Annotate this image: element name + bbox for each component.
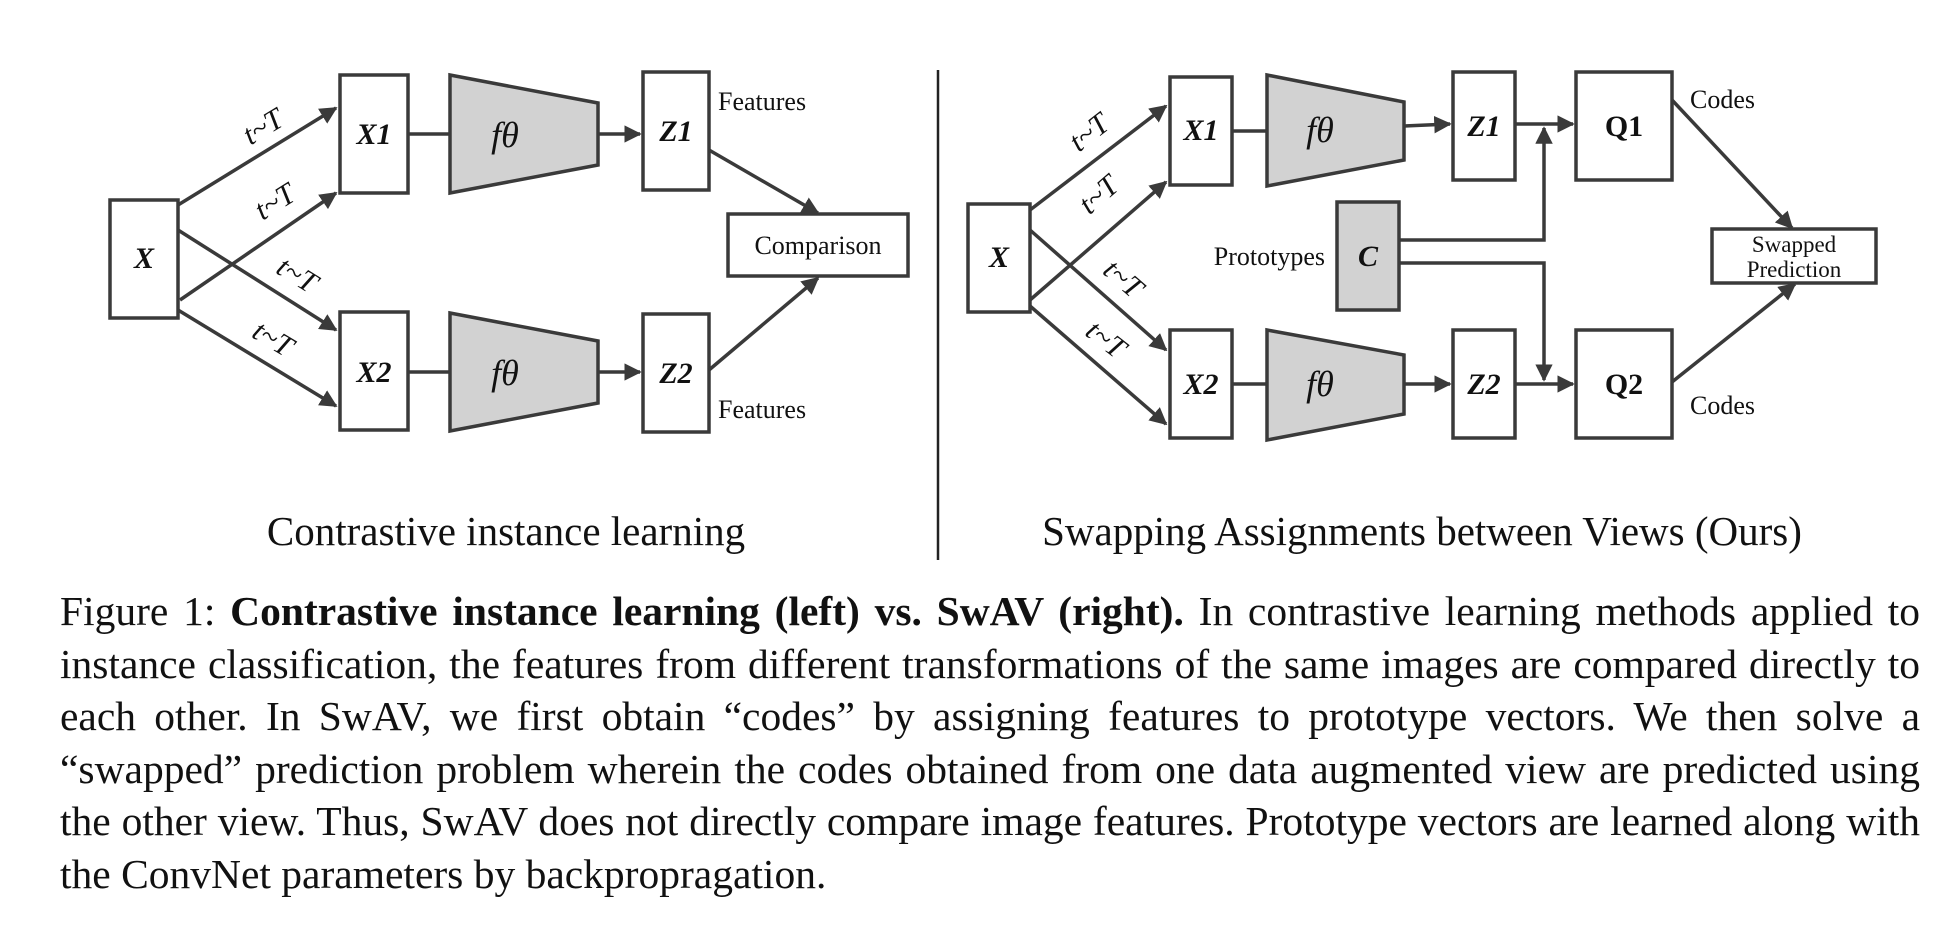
right-code1-box bbox=[1574, 70, 1674, 182]
left-arrow-x-to-x1-b bbox=[179, 191, 338, 302]
right-arrow-x-to-x1-a bbox=[1028, 104, 1168, 212]
right-prediction-label-line1: Swapped bbox=[1752, 232, 1837, 257]
right-encoder1-shape bbox=[1265, 72, 1406, 189]
left-view2-box bbox=[338, 310, 410, 432]
right-feature1-label: Z1 bbox=[1466, 110, 1500, 143]
left-panel-title: Contrastive instance learning bbox=[267, 508, 745, 554]
right-view1-box bbox=[1168, 75, 1234, 187]
right-encoder1-label: fθ bbox=[1306, 110, 1334, 150]
caption-label: Figure 1: bbox=[60, 588, 231, 634]
left-panel: X t~T t~T t~T t~T X1 X2 fθ fθ Z1 Z2 Feat… bbox=[108, 70, 910, 554]
left-input-label: X bbox=[133, 242, 155, 275]
right-link-prototypes-up bbox=[1399, 126, 1553, 242]
right-prediction-box bbox=[1710, 227, 1878, 285]
right-view1-label: X1 bbox=[1182, 114, 1218, 147]
right-input-label: X bbox=[988, 241, 1010, 274]
right-view2-label: X2 bbox=[1182, 368, 1218, 401]
left-comparison-box bbox=[726, 212, 910, 278]
left-feature2-label: Z2 bbox=[658, 357, 692, 390]
right-panel-title: Swapping Assignments between Views (Ours… bbox=[1042, 508, 1802, 554]
left-arrow-x-to-x2-b bbox=[177, 308, 338, 408]
right-link-prototypes-down bbox=[1399, 261, 1553, 382]
right-encoder2-label: fθ bbox=[1306, 364, 1334, 404]
right-code2-box bbox=[1574, 328, 1674, 440]
right-arrow-x-to-x1-b bbox=[1028, 180, 1168, 302]
right-encoder2-shape bbox=[1265, 327, 1406, 443]
caption-bold-summary: Contrastive instance learning (left) vs.… bbox=[230, 588, 1184, 634]
right-transform-label-2: t~T bbox=[1072, 167, 1127, 220]
right-arrow-q1-prediction bbox=[1670, 98, 1794, 230]
right-prototypes-box bbox=[1335, 200, 1401, 312]
right-panel: X t~T t~T t~T t~T X1 X2 fθ fθ Z1 Z2 Prot… bbox=[966, 70, 1878, 554]
left-feature2-box bbox=[641, 312, 711, 434]
right-prototypes-label: Prototypes bbox=[1214, 242, 1325, 271]
left-arrow-x-to-x2-a bbox=[177, 228, 338, 332]
right-code2-label: Q2 bbox=[1605, 368, 1643, 401]
left-feature1-box bbox=[641, 70, 711, 192]
left-view1-label: X1 bbox=[355, 118, 391, 151]
right-arrow-x-to-x2-a bbox=[1028, 228, 1168, 352]
right-view2-box bbox=[1168, 328, 1234, 440]
left-encoder2-label: fθ bbox=[491, 353, 519, 393]
left-encoder1-label: fθ bbox=[491, 115, 519, 155]
left-view1-box bbox=[338, 73, 410, 195]
right-arrow-encoder1-z1 bbox=[1403, 115, 1452, 134]
right-arrow-q2-prediction bbox=[1670, 282, 1797, 384]
right-prototypes-symbol: C bbox=[1358, 240, 1379, 273]
right-arrow-x-to-x2-b bbox=[1028, 304, 1168, 426]
right-codes-label-top: Codes bbox=[1690, 85, 1755, 114]
left-features-label-top: Features bbox=[718, 87, 806, 116]
left-feature1-label: Z1 bbox=[658, 115, 692, 148]
right-codes-label-bottom: Codes bbox=[1690, 391, 1755, 420]
left-encoder2-shape bbox=[448, 310, 600, 434]
right-transform-label-4: t~T bbox=[1079, 314, 1134, 367]
left-encoder1-shape bbox=[448, 72, 600, 196]
left-arrow-z1-comparison bbox=[708, 148, 820, 215]
figure-diagram: X t~T t~T t~T t~T X1 X2 fθ fθ Z1 Z2 Feat… bbox=[108, 70, 1878, 560]
caption-body: In contrastive learning methods applied … bbox=[60, 588, 1921, 897]
left-comparison-label: Comparison bbox=[754, 231, 881, 260]
right-feature1-box bbox=[1451, 70, 1517, 182]
right-feature2-label: Z2 bbox=[1466, 368, 1500, 401]
right-input-box bbox=[966, 202, 1032, 314]
left-features-label-bottom: Features bbox=[718, 395, 806, 424]
right-prediction-label-line2: Prediction bbox=[1747, 257, 1842, 282]
left-input-box bbox=[108, 198, 180, 320]
left-transform-label-1: t~T bbox=[237, 101, 291, 152]
left-view2-label: X2 bbox=[355, 356, 391, 389]
figure-caption: Figure 1: Contrastive instance learning … bbox=[60, 585, 1920, 900]
left-arrow-z2-comparison bbox=[707, 276, 820, 372]
right-code1-label: Q1 bbox=[1605, 110, 1643, 143]
left-arrow-x-to-x1-a bbox=[177, 106, 338, 207]
